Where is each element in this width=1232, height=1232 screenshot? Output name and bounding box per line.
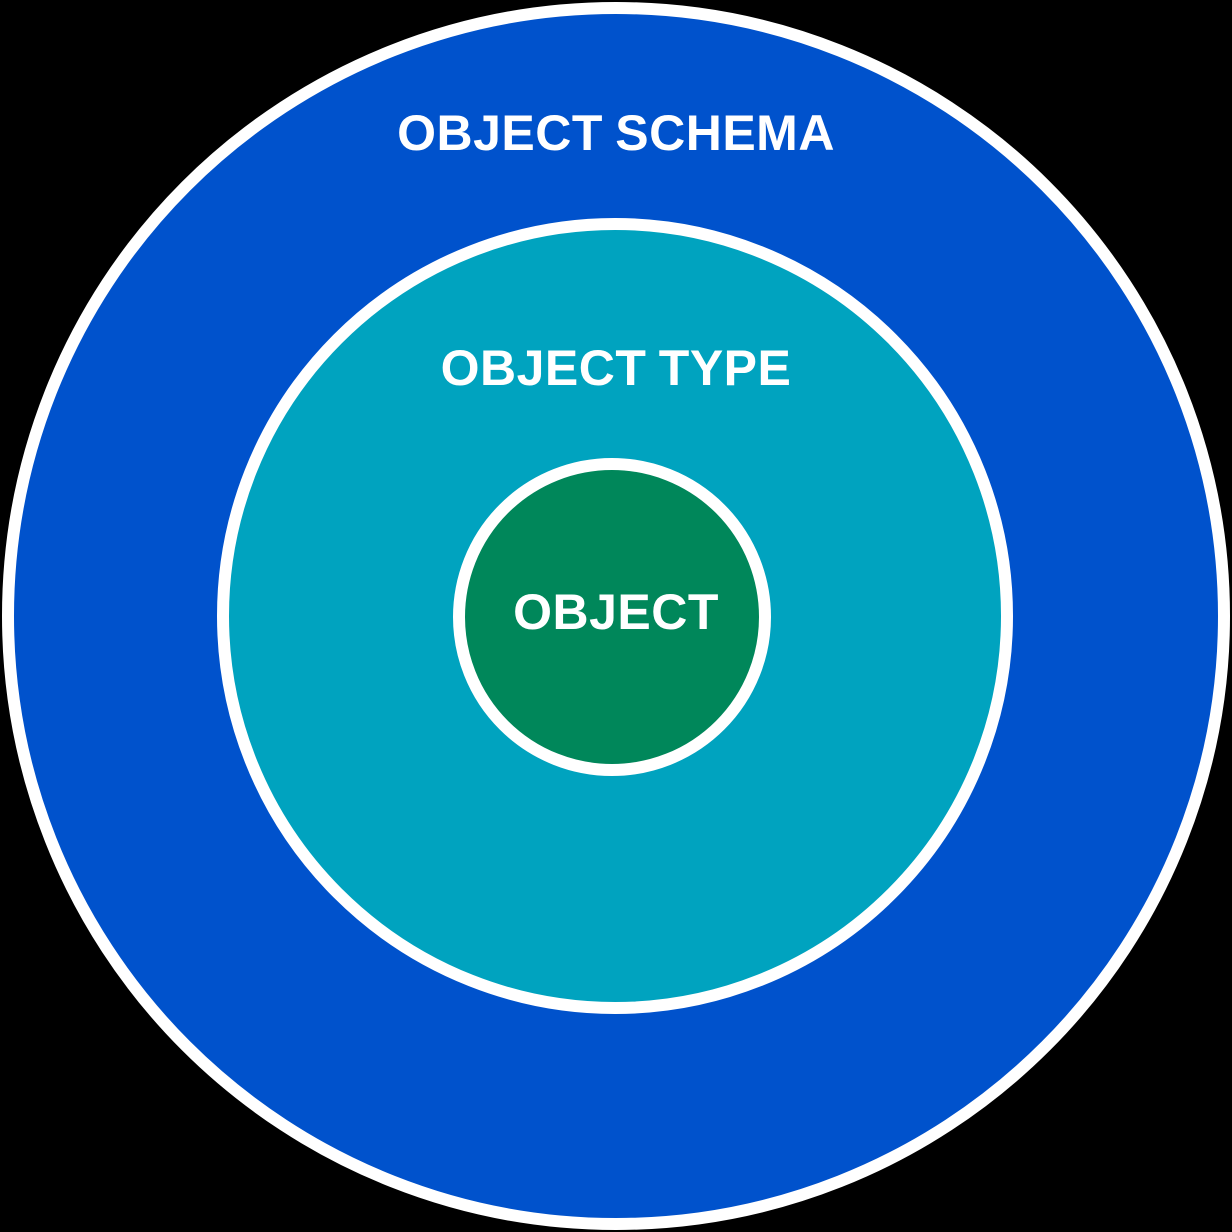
ring-object xyxy=(453,458,771,776)
